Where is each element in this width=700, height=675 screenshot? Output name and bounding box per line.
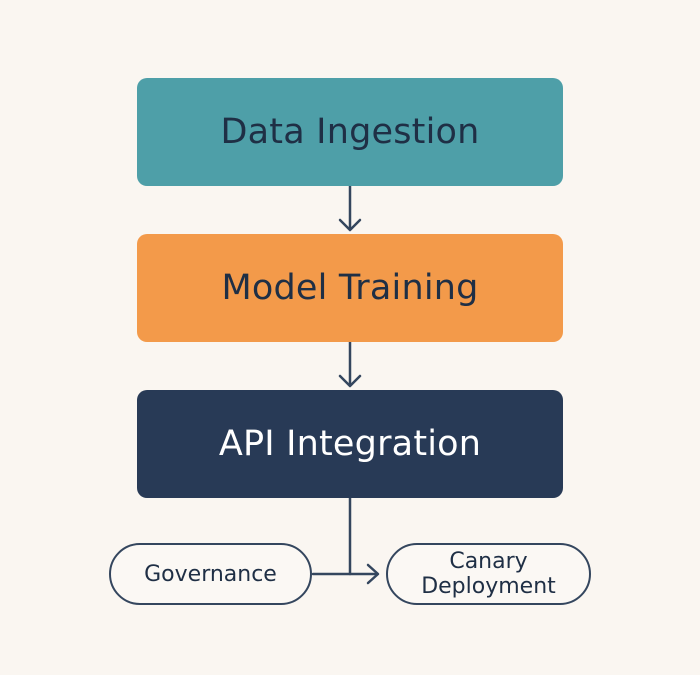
governance-label: Governance: [144, 561, 277, 587]
api-integration-box: API Integration: [137, 390, 563, 498]
model-training-label: Model Training: [221, 268, 479, 308]
canary-label-line2: Deployment: [421, 574, 556, 599]
model-training-box: Model Training: [137, 234, 563, 342]
governance-pill: Governance: [109, 543, 312, 605]
arrowhead-ingestion-to-training: [338, 218, 362, 232]
arrowhead-training-to-api: [338, 374, 362, 388]
canary-deployment-pill: Canary Deployment: [386, 543, 591, 605]
data-ingestion-label: Data Ingestion: [220, 112, 480, 152]
canary-label-line1: Canary: [449, 549, 528, 574]
api-integration-label: API Integration: [218, 424, 482, 464]
arrowhead-to-canary: [366, 563, 380, 585]
data-ingestion-box: Data Ingestion: [137, 78, 563, 186]
